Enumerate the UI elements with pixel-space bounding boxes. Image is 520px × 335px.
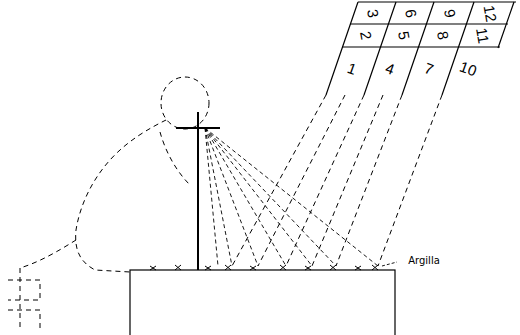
material-label: Argilla <box>407 256 441 266</box>
reflected-rays <box>232 95 442 266</box>
clay-marks <box>150 265 378 270</box>
leader-line <box>382 262 397 266</box>
table <box>130 270 395 335</box>
cell-number: 6 <box>403 8 419 19</box>
cell-number: 7 <box>423 60 436 77</box>
sight-rays <box>205 128 378 266</box>
cell-number: 1 <box>346 60 359 77</box>
cell-number: 12 <box>481 3 499 22</box>
cell-number: 10 <box>458 58 479 78</box>
cell-number: 3 <box>365 8 381 19</box>
person-outline <box>8 77 209 330</box>
cell-number: 8 <box>435 30 451 41</box>
cell-number: 5 <box>396 30 412 41</box>
projection-grid <box>326 2 516 95</box>
cell-number: 11 <box>474 26 491 44</box>
sighting-stand <box>176 112 220 270</box>
cell-number: 9 <box>442 8 458 19</box>
cell-number: 4 <box>384 60 397 77</box>
cell-number: 2 <box>358 30 374 41</box>
